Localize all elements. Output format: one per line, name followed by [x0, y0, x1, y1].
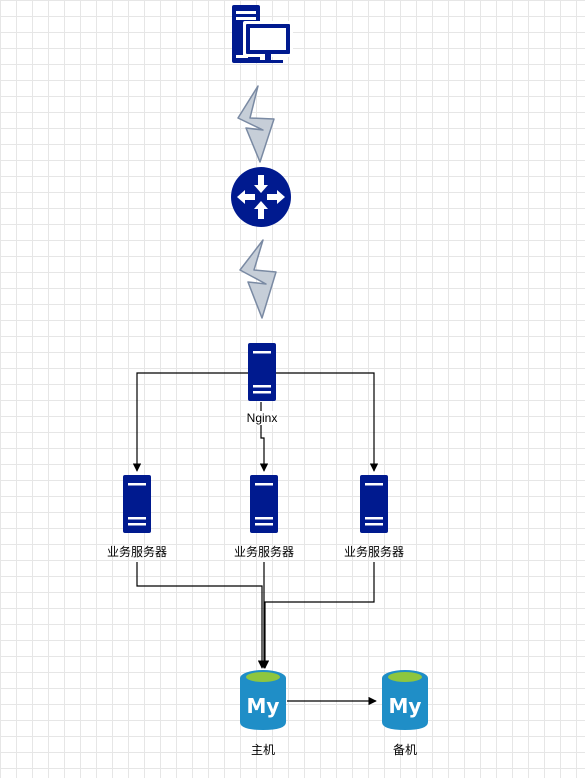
server-icon	[123, 475, 151, 533]
server-icon	[248, 343, 276, 401]
app-server-label: 业务服务器	[343, 545, 405, 559]
mysql-logo-text: My	[247, 694, 280, 718]
computer-icon	[232, 5, 293, 63]
server-icon	[360, 475, 388, 533]
db-backup-label: 备机	[392, 743, 418, 757]
mysql-icon: My	[240, 670, 286, 730]
router-icon	[231, 167, 291, 227]
lightning-icon	[237, 85, 275, 163]
server-icon	[250, 475, 278, 533]
connector-servers-to-db	[136, 562, 375, 669]
mysql-logo-text: My	[389, 694, 422, 718]
app-server-label: 业务服务器	[106, 545, 168, 559]
mysql-icon: My	[382, 670, 428, 730]
nginx-label: Nginx	[245, 411, 279, 425]
lightning-icon	[239, 239, 277, 319]
app-server-label: 业务服务器	[233, 545, 295, 559]
db-primary-label: 主机	[250, 743, 276, 757]
